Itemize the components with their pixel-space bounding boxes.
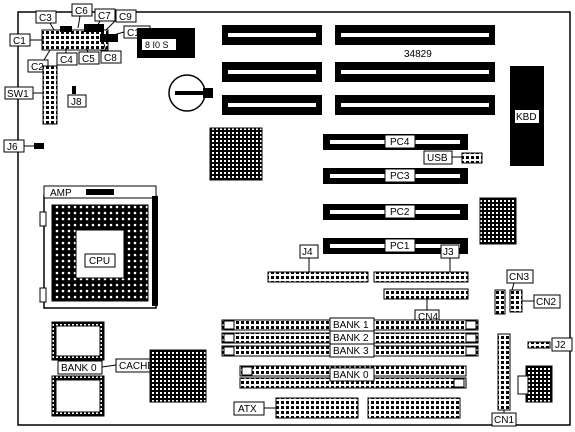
c4-text: C4 [60,55,73,66]
label-c5: C5 [78,47,100,65]
cache-text: CACHE [119,361,154,372]
kbd-connector: KBD [510,66,544,166]
label-c6: C6 [71,3,93,29]
cn3-connector: CN3 [494,269,534,315]
j4-connector: J4 [267,244,369,283]
atx-connector: ATX [233,397,359,419]
cn2-text: CN2 [536,297,556,308]
isa-slots [222,25,495,115]
c3-text: C3 [39,13,52,24]
cache-sram-lower [51,375,105,417]
pc3-text: PC3 [390,171,410,182]
c8-text: C8 [104,53,117,64]
memory-bank-3: BANK 3 [221,343,479,358]
c6-text: C6 [75,6,88,17]
c10-text: C10 [127,28,146,39]
atx-text: ATX [238,404,257,415]
label-c8: C8 [100,43,122,64]
j8-jumper: J8 [67,86,87,108]
amp-text: AMP [50,188,72,199]
chipset-upper [209,127,263,181]
cn1-connector: CN1 [491,333,517,427]
power-jack [517,365,553,403]
cache-sram-upper [51,321,105,361]
bank1-text: BANK 1 [333,320,369,331]
j4-text: J4 [302,247,313,258]
label-c9: C9 [105,9,137,31]
cn2-connector: CN2 [522,294,561,309]
c5-text: C5 [82,54,95,65]
cpu-text: CPU [89,256,110,267]
label-c7: C7 [94,8,116,29]
cache-label: CACHE [101,358,155,373]
usb-header: USB [423,150,483,165]
memory-bank-2: BANK 2 [221,330,479,345]
cpu-socket: CPU AMP [39,185,158,309]
sw1-text: SW1 [7,89,29,100]
j2-connector: J2 [527,337,573,352]
pc2-text: PC2 [390,207,410,218]
j6-text: J6 [7,142,18,153]
bank3-text: BANK 3 [333,346,369,357]
c2-text: C2 [31,62,44,73]
c7-text: C7 [98,11,111,22]
memory-bank-0: BANK 0 [239,365,467,389]
aux-connector [367,397,461,419]
pci-slot-pc3: PC3 [323,168,468,184]
kbd-text: KBD [516,112,537,123]
j3-connector: J3 [373,244,469,283]
chipset-right [479,197,517,245]
j6-jumper: J6 [3,139,44,153]
cache-bank0-label: BANK 0 [57,360,103,375]
j2-text: J2 [555,340,566,351]
pc1-text: PC1 [390,241,410,252]
sw1-switch: SW1 [4,65,58,125]
bank0-cache-text: BANK 0 [61,363,97,374]
bank0-mem-text: BANK 0 [333,370,369,381]
j8-text: J8 [71,97,82,108]
usb-text: USB [427,153,448,164]
bios-chip: 8 I0 S [137,28,195,58]
pci-slot-pc4: PC4 [323,134,468,150]
pci-slot-pc2: PC2 [323,204,468,220]
cn3-text: CN3 [509,272,529,283]
label-c3: C3 [35,10,57,31]
board-id-text: 34829 [404,49,432,60]
battery [168,74,213,112]
c1-text: C1 [13,36,26,47]
label-c1: C1 [9,33,44,47]
c9-text: C9 [119,12,132,23]
memory-bank-1: BANK 1 [221,317,479,332]
cache-controller [149,349,207,403]
bank2-text: BANK 2 [333,333,369,344]
pci-slot-pc1: PC1 [323,238,468,254]
bios-text: 8 I0 S [145,40,169,50]
label-c4: C4 [56,48,78,66]
j3-text: J3 [443,247,454,258]
pc4-text: PC4 [390,137,410,148]
cn1-text: CN1 [494,415,514,426]
cn4-text: CN4 [418,312,438,323]
